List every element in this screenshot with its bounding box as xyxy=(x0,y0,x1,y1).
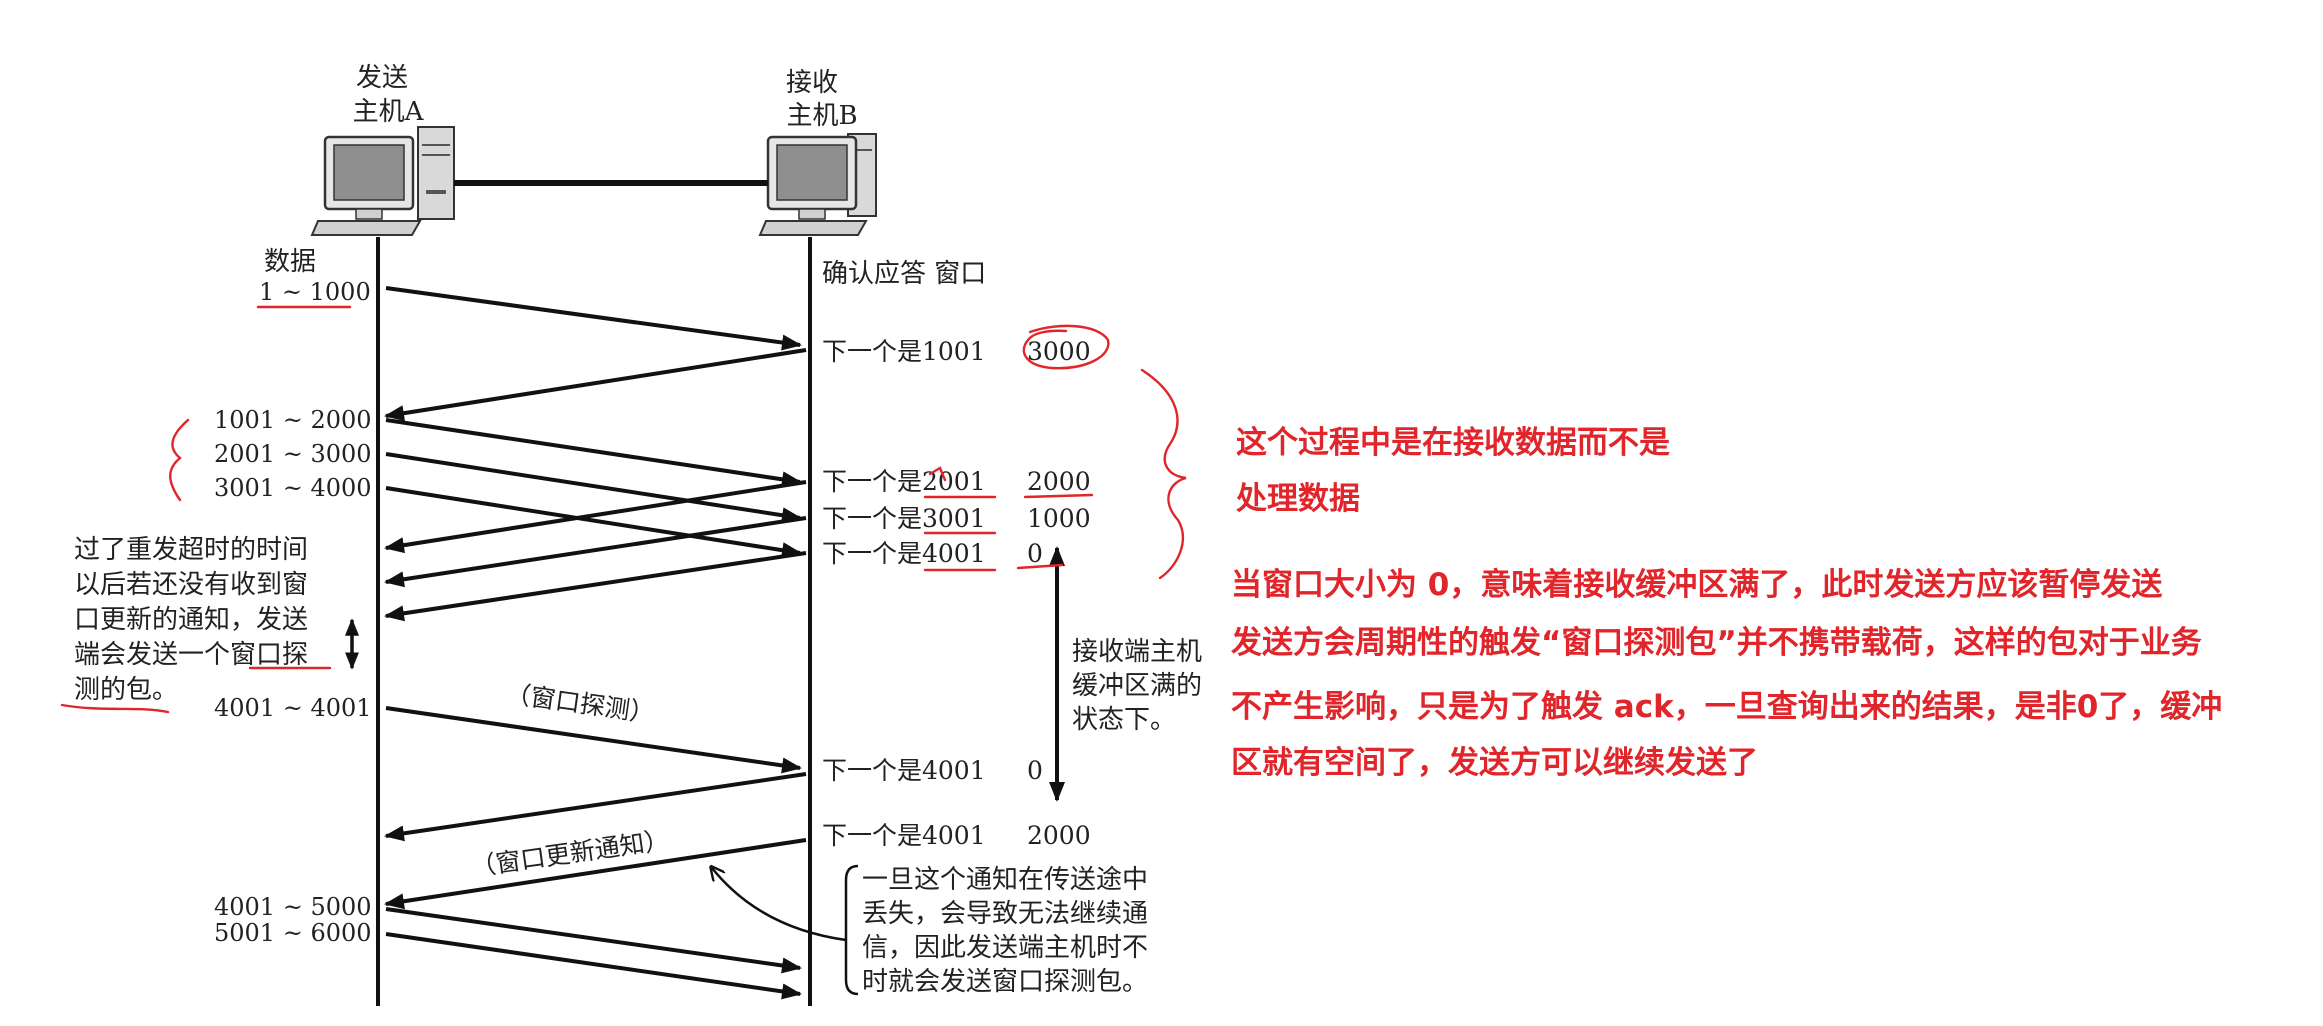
data-arrow xyxy=(385,286,802,351)
sender-host: 发送 主机A xyxy=(310,63,455,236)
buffer-full-note: 接收端主机 缓冲区满的 状态下。 xyxy=(1072,637,1202,735)
message-arrows xyxy=(384,286,807,1000)
ack-label: 下一个是2001 xyxy=(822,467,986,496)
ack-labels: 下一个是1001 3000 下一个是2001 2000 下一个是3001 100… xyxy=(822,337,1091,850)
tick-mark xyxy=(928,466,947,482)
sender-label-line2: 主机A xyxy=(353,97,425,127)
timeout-note-line: 测的包。 xyxy=(74,675,178,705)
loss-note-line: 丢失，会导致无法继续通 xyxy=(862,899,1148,929)
receiver-host: 接收 主机B xyxy=(758,68,877,236)
ack-arrow xyxy=(384,551,807,622)
window-probe-arrow xyxy=(385,706,802,774)
ack-arrow xyxy=(384,772,807,842)
receiver-label-line1: 接收 xyxy=(786,68,838,98)
data-arrow xyxy=(385,418,802,488)
ack-label: 下一个是1001 xyxy=(822,337,986,366)
ack-label: 下一个是3001 xyxy=(822,504,986,533)
timeout-note: 过了重发超时的时间 以后若还没有收到窗 口更新的通知，发送 端会发送一个窗口探 … xyxy=(74,535,308,705)
receiver-heading: 确认应答 窗口 xyxy=(822,259,986,289)
loss-note-bracket xyxy=(844,864,859,996)
zero-window-note-line: 不产生影响，只是为了触发 ack，一旦查询出来的结果，是非0了，缓冲 xyxy=(1231,689,2223,725)
process-note-line: 这个过程中是在接收数据而不是 xyxy=(1236,425,1670,461)
segment-label: 2001 ~ 3000 xyxy=(214,440,372,468)
ack-label: 下一个是4001 xyxy=(822,539,986,568)
red-handwriting-marks xyxy=(60,305,1187,714)
underline-mark xyxy=(1016,563,1064,570)
circle-mark xyxy=(1022,324,1110,370)
window-value: 0 xyxy=(1027,539,1043,568)
window-update-label: （窗口更新通知） xyxy=(469,825,671,882)
data-arrow xyxy=(385,932,802,1000)
segment-label: 4001 ~ 5000 xyxy=(214,893,372,921)
buffer-full-note-line: 接收端主机 xyxy=(1072,637,1202,667)
receiver-label-line2: 主机B xyxy=(786,101,857,131)
timeout-note-line: 以后若还没有收到窗 xyxy=(74,570,308,600)
ack-label: 下一个是4001 xyxy=(822,821,986,850)
buffer-full-note-line: 状态下。 xyxy=(1072,705,1176,735)
timeout-note-line: 口更新的通知，发送 xyxy=(74,605,308,635)
computer-icon xyxy=(310,126,455,236)
data-arrow xyxy=(385,486,802,559)
zero-window-note-line: 当窗口大小为 0，意味着接收缓冲区满了，此时发送方应该暂停发送 xyxy=(1231,567,2163,603)
window-value: 0 xyxy=(1027,756,1043,785)
sender-segment-labels: 1 ~ 1000 1001 ~ 2000 2001 ~ 3000 3001 ~ … xyxy=(214,278,372,947)
computer-icon xyxy=(758,133,877,236)
loss-note-line: 信，因此发送端主机时不 xyxy=(862,933,1148,963)
loss-note-line: 时就会发送窗口探测包。 xyxy=(862,967,1148,997)
underline-mark xyxy=(60,703,170,714)
segment-label: 1001 ~ 2000 xyxy=(214,406,372,434)
data-heading: 数据 xyxy=(264,247,316,277)
window-probe-label: （窗口探测） xyxy=(504,679,657,729)
timeout-note-line: 过了重发超时的时间 xyxy=(74,535,308,565)
data-arrow xyxy=(385,452,802,524)
zero-window-note-line: 区就有空间了，发送方可以继续发送了 xyxy=(1231,745,1758,781)
segment-label: 4001 ~ 4001 xyxy=(214,694,372,722)
timeout-note-line: 端会发送一个窗口探 xyxy=(74,640,308,670)
loss-note: 一旦这个通知在传送途中 丢失，会导致无法继续通 信，因此发送端主机时不 时就会发… xyxy=(862,865,1148,997)
window-value: 1000 xyxy=(1027,504,1091,533)
data-arrow xyxy=(385,907,802,974)
ack-arrow xyxy=(384,516,807,588)
ack-arrow xyxy=(384,348,807,422)
process-note-line: 处理数据 xyxy=(1236,481,1360,517)
window-update-arrow xyxy=(384,838,807,910)
zero-window-note-line: 发送方会周期性的触发“窗口探测包”并不携带载荷，这样的包对于业务 xyxy=(1231,625,2202,661)
ack-arrow xyxy=(384,480,807,554)
brace-mark xyxy=(1140,368,1187,580)
window-value: 2000 xyxy=(1027,821,1091,850)
segment-label: 5001 ~ 6000 xyxy=(214,919,372,947)
window-value: 3000 xyxy=(1027,337,1091,366)
window-value: 2000 xyxy=(1027,467,1091,496)
loss-note-line: 一旦这个通知在传送途中 xyxy=(862,865,1148,895)
ack-label: 下一个是4001 xyxy=(822,756,986,785)
segment-label: 3001 ~ 4000 xyxy=(214,474,372,502)
buffer-full-note-line: 缓冲区满的 xyxy=(1072,671,1202,701)
segment-label: 1 ~ 1000 xyxy=(259,278,371,306)
loss-note-pointer xyxy=(712,868,847,942)
brace-mark xyxy=(169,418,190,502)
underline-mark xyxy=(1023,493,1094,499)
sender-label-line1: 发送 xyxy=(356,63,408,93)
